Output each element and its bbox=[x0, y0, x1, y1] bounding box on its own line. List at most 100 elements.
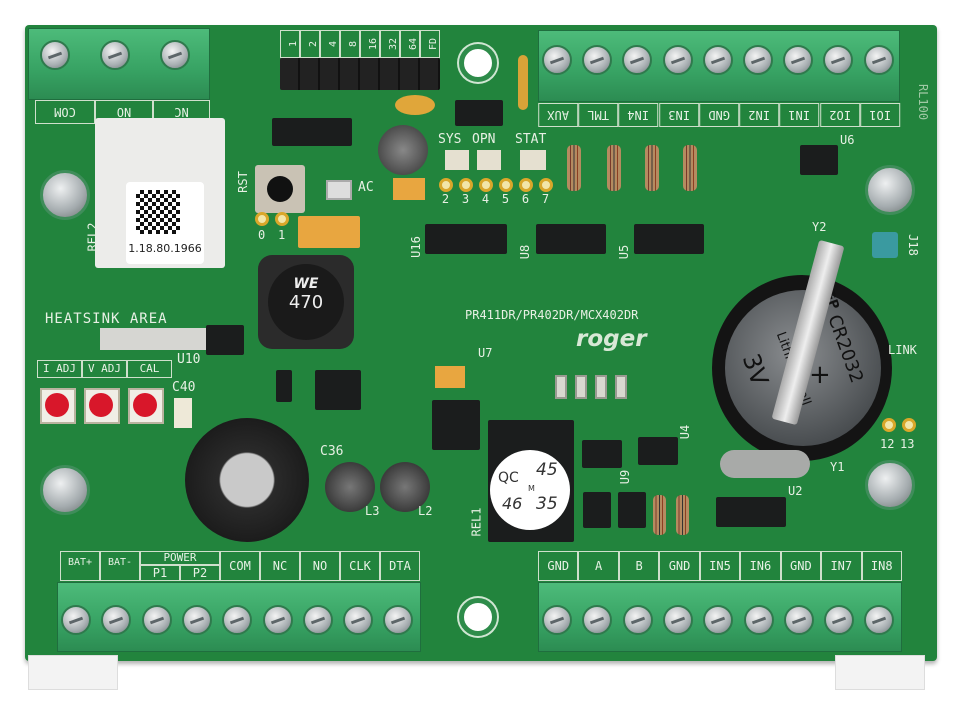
bottom-label-in5: IN5 bbox=[699, 551, 741, 581]
label-bat-plus: BAT+ bbox=[60, 551, 100, 581]
terminal-screw-no[interactable] bbox=[100, 40, 130, 70]
pin-pad[interactable] bbox=[478, 178, 493, 192]
pin-2[interactable]: 2 bbox=[438, 178, 453, 206]
pin-number-label: 3 bbox=[461, 192, 470, 206]
potentiometer-cal[interactable] bbox=[128, 388, 164, 424]
terminal-screw-bottom-right[interactable] bbox=[542, 605, 572, 635]
potentiometer-i-adj[interactable] bbox=[40, 388, 76, 424]
terminal-screw-bottom-left[interactable] bbox=[141, 605, 172, 635]
inductor-l3 bbox=[325, 462, 375, 512]
terminal-screw-bottom-right[interactable] bbox=[662, 605, 693, 635]
pin-pad[interactable] bbox=[518, 178, 533, 192]
jumper-label-1: 1 bbox=[280, 30, 300, 58]
terminal-screw-io2[interactable] bbox=[823, 45, 854, 75]
pin-pad[interactable] bbox=[458, 178, 473, 192]
jumper-pad-12[interactable] bbox=[882, 418, 896, 432]
terminal-screw-bottom-left[interactable] bbox=[343, 605, 374, 635]
trimmer-j18[interactable] bbox=[872, 232, 898, 258]
pin-7[interactable]: 7 bbox=[538, 178, 553, 206]
terminal-screw-in1[interactable] bbox=[783, 45, 814, 75]
l2-label: L2 bbox=[418, 504, 433, 518]
label-bat-minus: BAT- bbox=[100, 551, 140, 581]
terminal-screw-bottom-right[interactable] bbox=[622, 605, 653, 635]
mounting-hole-top bbox=[459, 44, 497, 82]
diode-smd bbox=[455, 100, 503, 126]
terminal-screw-bottom-left[interactable] bbox=[222, 605, 253, 635]
terminal-screw-tml[interactable] bbox=[582, 45, 613, 75]
ceramic-capacitor bbox=[395, 95, 435, 115]
bottom-label-gnd: GND bbox=[538, 551, 579, 581]
pin-number-label: 4 bbox=[481, 192, 490, 206]
v-adj-label: V ADJ bbox=[82, 360, 127, 378]
bottom-left-terminal-labels: BAT+ BAT- POWER P1 P2 COM NC NO CLK DTA bbox=[60, 551, 420, 581]
jumper-label-32: 32 bbox=[380, 30, 400, 58]
terminal-screw-bottom-left[interactable] bbox=[262, 605, 293, 635]
terminal-screw-bottom-left[interactable] bbox=[181, 605, 212, 635]
resistor-smd bbox=[575, 375, 587, 399]
pin-pad[interactable] bbox=[498, 178, 513, 192]
terminal-screw-io1[interactable] bbox=[863, 45, 894, 75]
inductor-brand: WE bbox=[293, 276, 319, 292]
jumper-pad-1[interactable] bbox=[275, 212, 289, 226]
terminal-screw-in2[interactable] bbox=[743, 45, 773, 75]
resistor-smd bbox=[595, 375, 607, 399]
bottom-label-gnd: GND bbox=[659, 551, 700, 581]
terminal-screw-bottom-left[interactable] bbox=[383, 605, 414, 635]
u8-label: U8 bbox=[518, 244, 533, 260]
pin-4[interactable]: 4 bbox=[478, 178, 493, 206]
u10-label: U10 bbox=[177, 352, 201, 367]
terminal-screw-in4[interactable] bbox=[622, 45, 653, 75]
u4-label: U4 bbox=[678, 424, 693, 440]
terminal-screw-in3[interactable] bbox=[662, 45, 693, 75]
u2-label: U2 bbox=[788, 484, 803, 498]
terminal-screw-bottom-left[interactable] bbox=[61, 605, 91, 635]
u9-label: U9 bbox=[618, 469, 633, 485]
potentiometer-v-adj[interactable] bbox=[84, 388, 120, 424]
stat-label: STAT bbox=[515, 132, 547, 147]
tantalum-capacitor bbox=[435, 366, 465, 388]
rst-label: RST bbox=[235, 171, 250, 193]
top-label-in1: IN1 bbox=[779, 103, 820, 127]
qc-mark: 45 bbox=[536, 460, 558, 480]
heatsink-label: HEATSINK AREA bbox=[45, 311, 168, 327]
terminal-screw-bottom-right[interactable] bbox=[864, 605, 895, 635]
pin-pad[interactable] bbox=[538, 178, 553, 192]
terminal-screw-bottom-right[interactable] bbox=[783, 605, 814, 635]
label-p1: P1 bbox=[140, 565, 180, 581]
battery-voltage: 3V bbox=[736, 350, 774, 390]
terminal-screw-aux[interactable] bbox=[542, 45, 572, 75]
heatsink-pad bbox=[100, 328, 208, 350]
terminal-screw-bottom-left[interactable] bbox=[302, 605, 333, 635]
jumper-label-16: 16 bbox=[360, 30, 380, 58]
tantalum-capacitor-small bbox=[393, 178, 425, 200]
reset-button[interactable] bbox=[255, 165, 305, 213]
terminal-screw-nc[interactable] bbox=[160, 40, 190, 70]
pin-5[interactable]: 5 bbox=[498, 178, 513, 206]
pin-3[interactable]: 3 bbox=[458, 178, 473, 206]
terminal-screw-bottom-right[interactable] bbox=[703, 605, 734, 635]
bottom-label-in6: IN6 bbox=[740, 551, 781, 581]
jumper-pad-0[interactable] bbox=[255, 212, 269, 226]
resistor bbox=[567, 145, 581, 191]
mounting-screw-bottom-left bbox=[40, 465, 90, 515]
terminal-screw-bottom-right[interactable] bbox=[582, 605, 613, 635]
schottky-diode-b360 bbox=[315, 370, 361, 410]
terminal-screw-com[interactable] bbox=[40, 40, 70, 70]
terminal-screw-gnd[interactable] bbox=[702, 45, 733, 75]
led-sys bbox=[445, 150, 469, 170]
terminal-screw-bottom-left[interactable] bbox=[101, 605, 132, 635]
inductor-l2 bbox=[380, 462, 430, 512]
mounting-screw-bottom-right bbox=[865, 460, 915, 510]
jumper-pad-13[interactable] bbox=[902, 418, 916, 432]
terminal-screw-bottom-right[interactable] bbox=[743, 605, 774, 635]
jumper-pin-header[interactable] bbox=[280, 58, 440, 90]
pin-pad[interactable] bbox=[438, 178, 453, 192]
terminal-screw-bottom-right[interactable] bbox=[824, 605, 855, 635]
led-ac bbox=[326, 180, 352, 200]
cal-label: CAL bbox=[127, 360, 172, 378]
jumper-label-FD: FD bbox=[420, 30, 440, 58]
pin-6[interactable]: 6 bbox=[518, 178, 533, 206]
pin-number-label: 7 bbox=[541, 192, 550, 206]
transistor bbox=[583, 492, 611, 528]
